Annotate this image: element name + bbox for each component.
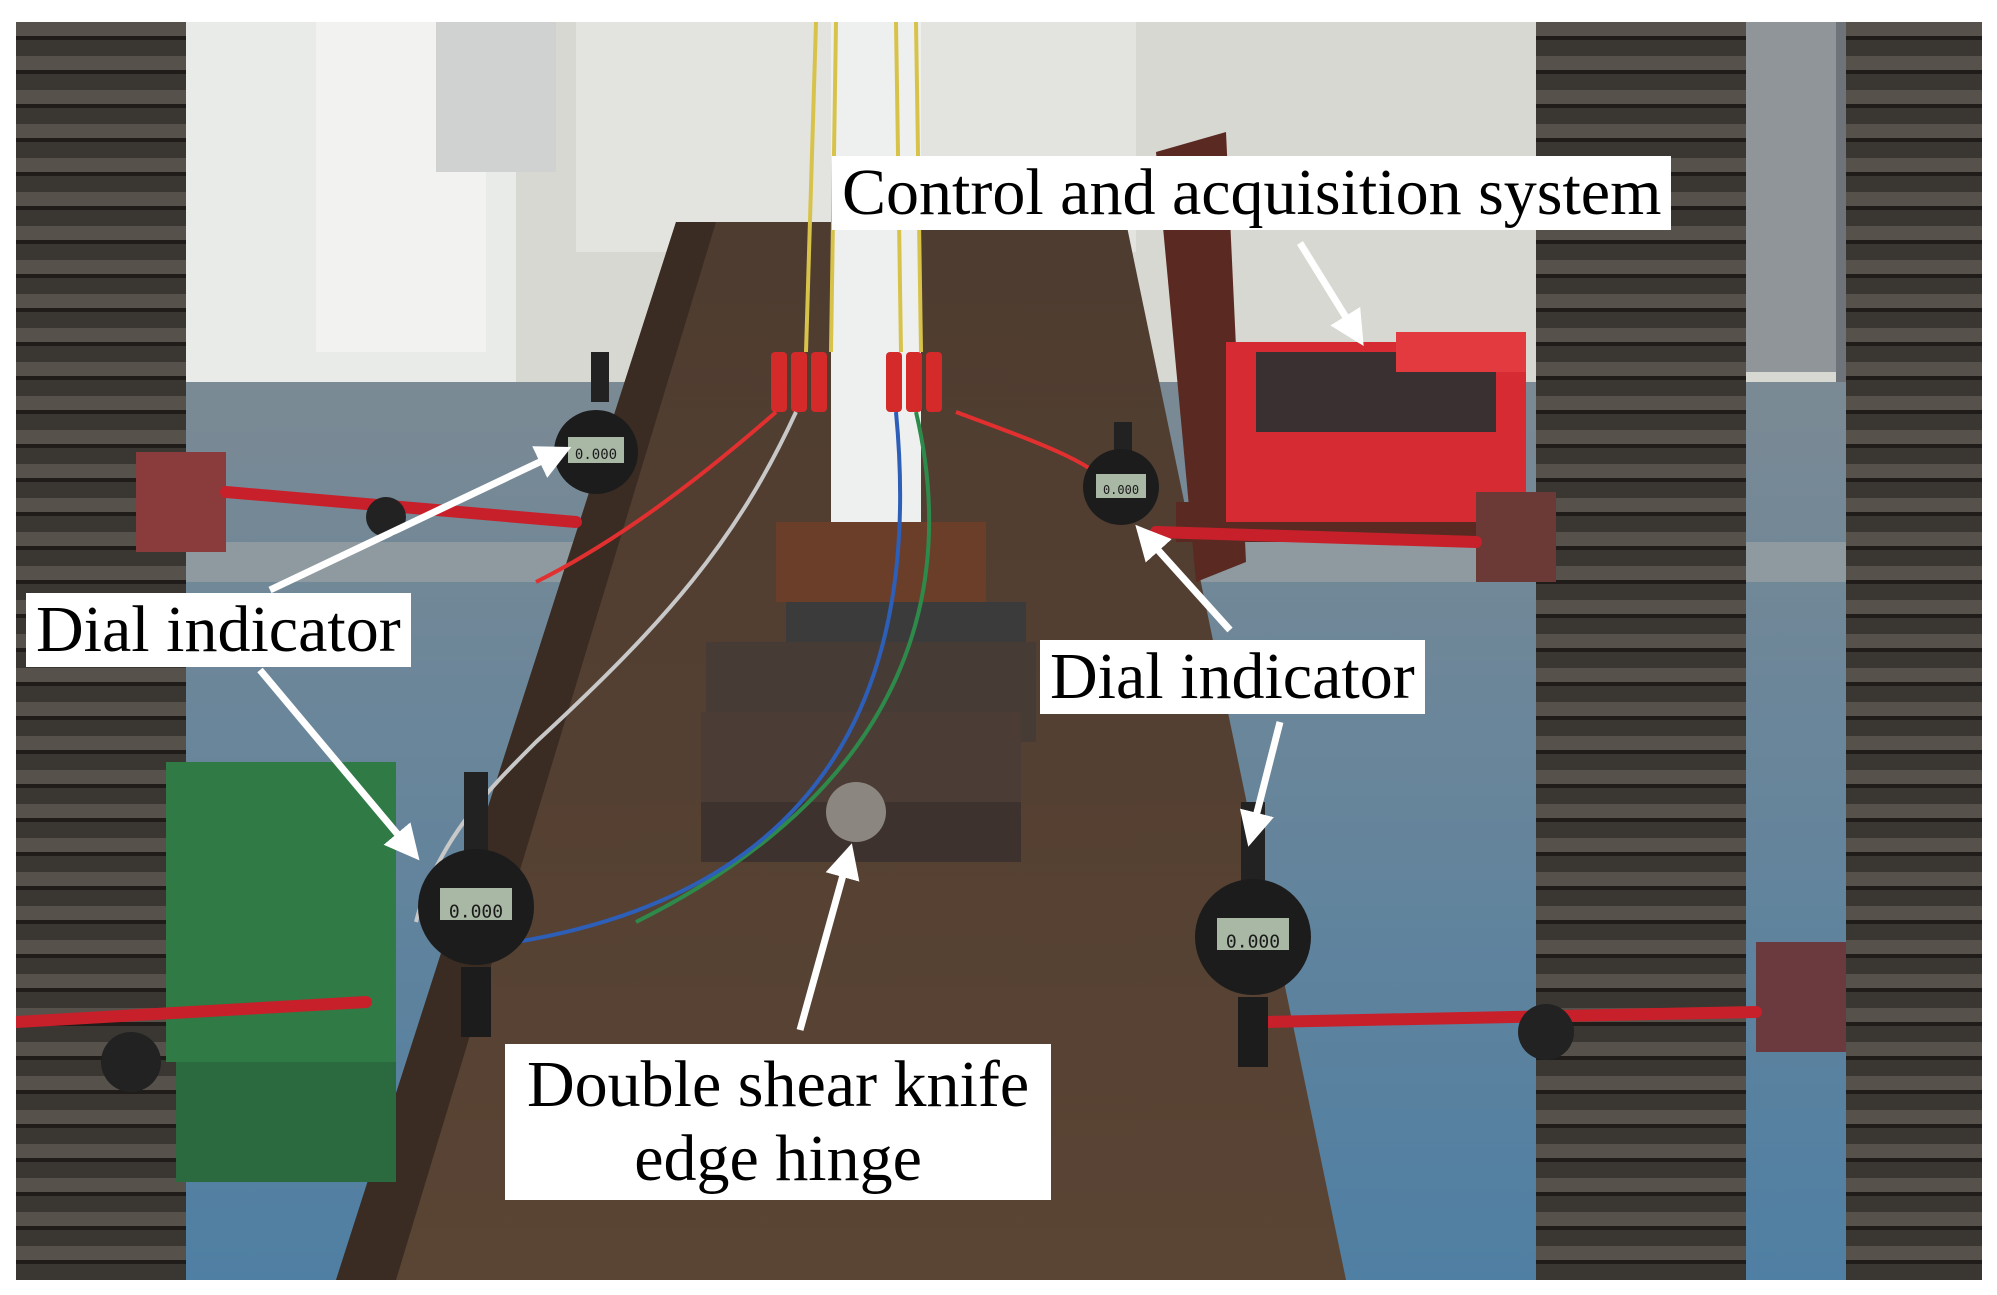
label-hinge-line2: edge hinge [634,1121,922,1195]
magnetic-base [136,452,226,552]
magnetic-base [1756,942,1846,1052]
label-double-shear-knife-edge-hinge: Double shear knife edge hinge [505,1044,1052,1200]
label-hinge-line1: Double shear knife [527,1048,1030,1121]
dial-readout: 0.000 [1226,931,1280,952]
chair [1156,132,1246,582]
dial-readout: 0.000 [449,901,503,922]
threaded-column-right [1846,22,1982,1280]
magnetic-base [1476,492,1556,582]
label-control-acquisition-system: Control and acquisition system [832,156,1672,230]
knife-edge-hinge [826,782,886,842]
threaded-column-center-right [1536,22,1746,1280]
specimen-column [831,22,921,552]
dial-readout: 0.000 [575,447,617,463]
dial-readout: 0.000 [1103,483,1139,497]
wire-clips [771,352,942,412]
label-dial-indicator-right: Dial indicator [1040,640,1425,714]
label-dial-indicator-left: Dial indicator [26,593,411,667]
